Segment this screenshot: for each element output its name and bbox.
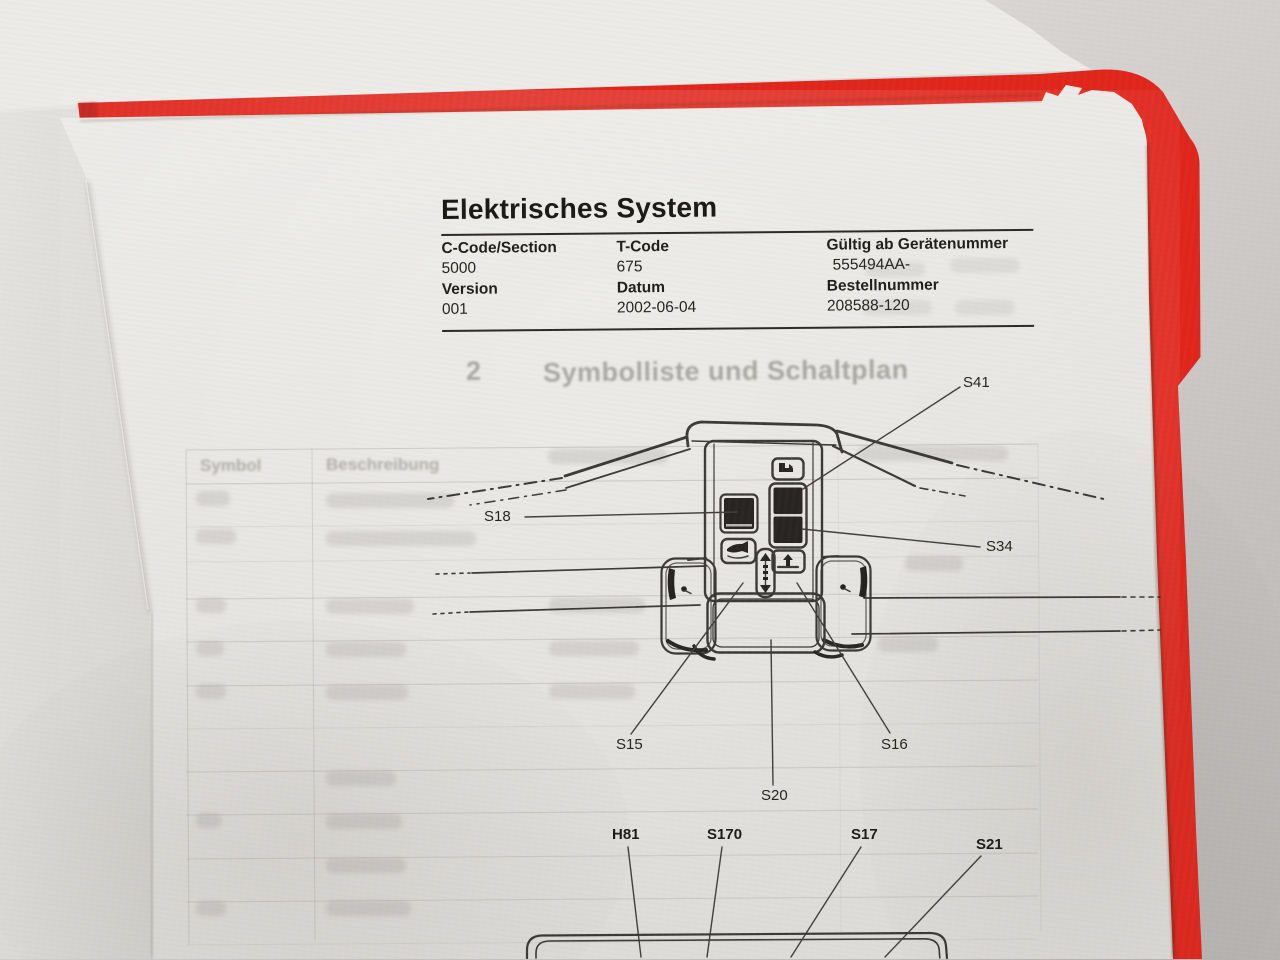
slider-control: [755, 547, 776, 599]
lift-switch-icon: [771, 549, 806, 574]
bleed-smudge: [858, 446, 1008, 461]
leader-h81: [627, 846, 642, 958]
bleed-smudge: [865, 262, 925, 277]
diagram-label-s41: S41: [963, 374, 990, 391]
leader-s41: [802, 386, 961, 490]
switch-s41-s34: [768, 482, 808, 549]
leader-s17: [790, 846, 862, 958]
leader-s18: [524, 511, 738, 518]
field-value-c-code: 5000: [441, 259, 477, 277]
field-value-datum: 2002-06-04: [616, 298, 697, 317]
bleed-smudge: [326, 493, 454, 508]
bleed-smudge: [196, 684, 226, 699]
bleed-smudge: [955, 300, 1015, 315]
field-label-c-code: C-Code/Section: [441, 238, 557, 257]
field-label-t-code: T-Code: [616, 238, 670, 256]
bleed-smudge: [196, 901, 226, 916]
bleed-smudge: [326, 685, 408, 700]
bleed-smudge: [549, 684, 635, 699]
bleed-smudge: [326, 599, 414, 614]
page-title: Elektrisches System: [440, 191, 718, 225]
leader-s16: [796, 582, 891, 734]
bleed-smudge: [326, 531, 476, 546]
diagram-label-h81: H81: [612, 826, 640, 843]
leader-s20: [770, 639, 774, 786]
header-block: Elektrisches System C-Code/Section T-Cod…: [0, 0, 1280, 424]
ghost-table-header-symbol: Symbol: [200, 456, 262, 475]
field-value-gueltig: 555494AA-: [832, 255, 911, 274]
bleed-smudge: [196, 641, 224, 656]
ghost-table-header-beschreibung: Beschreibung: [326, 455, 440, 474]
bleed-smudge: [549, 641, 639, 656]
diagram-label-s17: S17: [851, 826, 878, 843]
diagram-label-s34: S34: [986, 538, 1013, 555]
bleed-smudge: [196, 598, 226, 613]
leader-s170: [706, 846, 723, 958]
bleed-smudge: [326, 858, 406, 873]
second-diagram-top: [525, 931, 949, 960]
armrest-edge-right: [831, 429, 1161, 635]
field-value-bestellnummer: 208588-120: [826, 296, 910, 315]
left-pad: [660, 557, 717, 655]
bleed-smudge: [326, 771, 396, 786]
bleed-smudge: [862, 300, 932, 315]
diagram-label-s21: S21: [976, 836, 1003, 853]
bleed-smudge: [326, 814, 402, 829]
field-label-version: Version: [441, 280, 498, 298]
bleed-smudge: [950, 258, 1020, 273]
field-label-bestellnummer: Bestellnummer: [826, 276, 939, 295]
leader-s34: [801, 528, 981, 548]
backdrop-sheet: [0, 0, 1092, 110]
bleed-smudge: [326, 642, 406, 657]
page-corner-overlap: [1038, 85, 1146, 146]
bleed-smudge: [326, 901, 411, 916]
seat-rocker-switch-icon: [771, 457, 805, 481]
field-label-gueltig: Gültig ab Gerätenummer: [826, 235, 1009, 254]
field-label-datum: Datum: [616, 279, 666, 297]
diagram-label-s16: S16: [881, 736, 908, 753]
horn-switch-icon: [720, 537, 757, 565]
leader-lines: [524, 386, 982, 958]
leader-s15: [630, 582, 744, 735]
leader-s21: [884, 855, 982, 958]
field-value-version: 001: [441, 300, 468, 318]
bleed-smudge: [196, 813, 222, 828]
bleed-smudge: [878, 637, 938, 652]
bleed-smudge: [196, 529, 236, 544]
field-value-t-code: 675: [616, 258, 643, 276]
diagram-label-s15: S15: [616, 736, 643, 753]
bleed-smudge: [196, 491, 230, 506]
right-pad: [815, 555, 872, 652]
diagram-label-s18: S18: [484, 508, 511, 525]
diagram-label-s170: S170: [707, 826, 743, 843]
bleed-smudge: [905, 556, 963, 571]
header-rule-bottom: [442, 324, 1035, 332]
diagram-label-s20: S20: [761, 787, 788, 804]
switch-s18: [719, 493, 759, 534]
